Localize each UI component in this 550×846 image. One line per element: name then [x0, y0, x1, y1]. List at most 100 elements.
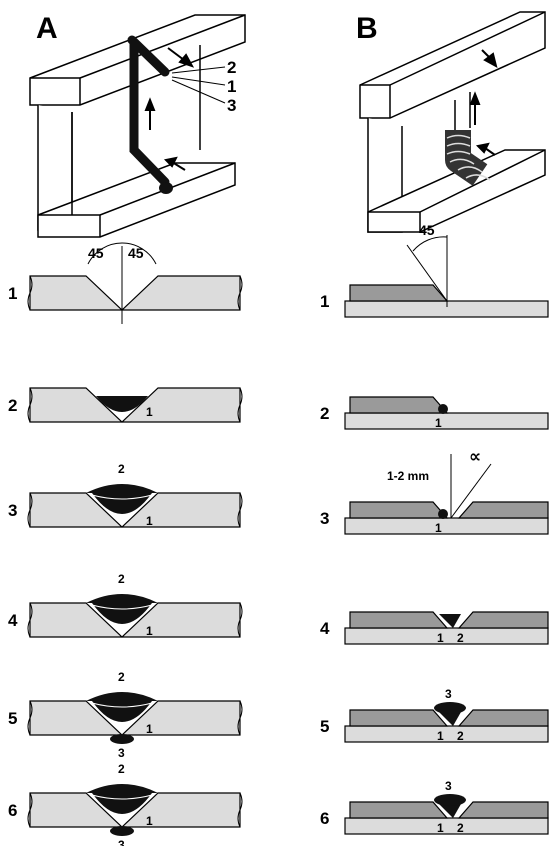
hero-labels-a: 2 1 3 [171, 58, 236, 115]
hero-label-2: 2 [227, 58, 236, 77]
weld-root [438, 509, 448, 519]
layer-label: 2 [118, 462, 125, 476]
arrows-a [144, 47, 195, 171]
layer-label: 1 [146, 624, 153, 638]
layer-label: 1 [437, 729, 444, 743]
step-number: 2 [320, 404, 329, 423]
weld-layer-line [91, 794, 153, 800]
weld-fill [439, 804, 461, 818]
layer-label: 1 [435, 416, 442, 430]
layer-label: 1 [146, 722, 153, 736]
upper-plate-left [349, 284, 449, 302]
weld-backing [110, 826, 134, 836]
upper-plate-left [349, 501, 449, 519]
weld-root [438, 404, 448, 414]
lower-plate [344, 725, 549, 743]
bevel-line [450, 463, 492, 519]
layer-label: 3 [445, 779, 452, 793]
break-mark [27, 275, 33, 311]
angle-label: 45 [128, 245, 144, 261]
beam-illustration-b [359, 11, 546, 233]
hero-label-1: 1 [227, 77, 236, 96]
step-a-4: 4 2 1 [8, 572, 243, 638]
upper-plate-left [349, 801, 449, 819]
weld-seam-a [127, 35, 170, 187]
weld-root [96, 396, 148, 412]
step-number: 4 [8, 611, 18, 630]
break-mark [237, 275, 243, 311]
layer-label: 1 [146, 405, 153, 419]
weld-cap [434, 702, 466, 714]
weld-cap [86, 594, 158, 603]
step-number: 6 [8, 801, 17, 820]
step-b-3: 31-2 mm∝1 [320, 447, 549, 535]
plate [29, 792, 241, 828]
lower-plate [344, 627, 549, 645]
weld-fill [439, 712, 461, 726]
weld-layer-line [91, 702, 153, 708]
weld-backing [110, 734, 134, 744]
break-mark [27, 700, 33, 736]
gap-label: 1-2 mm [387, 469, 429, 483]
angle-arc [412, 236, 448, 252]
angle-label: 45 [419, 222, 435, 238]
step-b-1: 1 45 [320, 222, 549, 318]
plate [29, 700, 241, 736]
weld-cap [434, 794, 466, 806]
layer-label: 2 [457, 821, 464, 835]
layer-label: 3 [118, 746, 125, 760]
weld-seam-b-ripples [446, 134, 491, 181]
step-number: 5 [320, 717, 329, 736]
layer-label: 2 [118, 762, 125, 776]
step-a-5: 5 2 1 3 [8, 670, 243, 760]
upper-plate-right [457, 501, 549, 519]
step-a-3: 3 2 1 [8, 462, 243, 528]
break-mark [27, 387, 33, 423]
angle-label: 45 [88, 245, 104, 261]
weld-cap [86, 784, 158, 793]
break-mark [27, 492, 33, 528]
angle-symbol: ∝ [469, 447, 481, 466]
step-a-6: 6 2 1 3 [8, 762, 243, 846]
panel-b-title: B [356, 12, 378, 45]
step-number: 3 [8, 501, 17, 520]
weld-cap [86, 484, 158, 493]
layer-label: 3 [118, 838, 125, 846]
upper-plate-left [349, 396, 449, 414]
arrows-b [469, 49, 498, 156]
break-mark [27, 792, 33, 828]
plate [29, 492, 241, 528]
layer-label: 2 [118, 572, 125, 586]
layer-label: 1 [146, 514, 153, 528]
layer-label: 2 [457, 631, 464, 645]
step-number: 2 [8, 396, 17, 415]
upper-plate-right [457, 709, 549, 727]
plate [29, 387, 241, 423]
weld-layer-line [91, 494, 153, 500]
break-mark [27, 602, 33, 638]
step-number: 1 [8, 284, 17, 303]
layer-label: 1 [437, 821, 444, 835]
layer-label: 2 [457, 729, 464, 743]
weld-fill [439, 614, 461, 628]
layer-label: 2 [118, 670, 125, 684]
plate [29, 275, 241, 311]
weld-cap [86, 692, 158, 701]
break-mark [237, 602, 243, 638]
step-number: 5 [8, 709, 17, 728]
lower-plate [344, 412, 549, 430]
panel-a-title: A [36, 12, 58, 45]
step-number: 6 [320, 809, 329, 828]
step-number: 1 [320, 292, 329, 311]
lower-plate [344, 517, 549, 535]
layer-label: 1 [435, 521, 442, 535]
break-mark [237, 792, 243, 828]
layer-label: 1 [146, 814, 153, 828]
break-mark [237, 700, 243, 736]
